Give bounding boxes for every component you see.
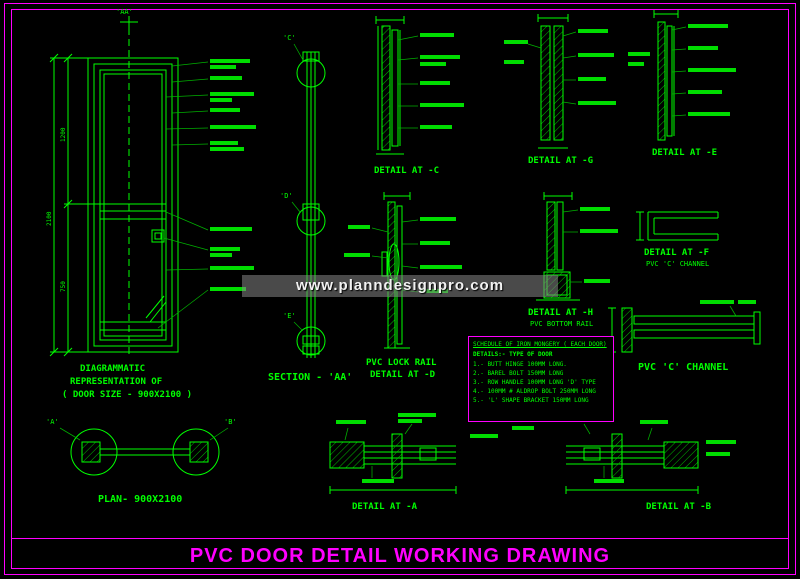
detail-bubble-e xyxy=(296,326,326,356)
schedule-item: 5.- 'L' SHAPE BRACKET 150MM LONG xyxy=(473,397,589,404)
detail-bubble-c xyxy=(296,58,326,88)
schedule-subtitle: DETAILS:- TYPE OF DOOR xyxy=(473,351,553,358)
section-aa-label: SECTION - 'AA' xyxy=(268,372,353,383)
sheet-border-outer xyxy=(4,3,796,575)
ironmongery-schedule: SCHEDULE OF IRON MONGERY ( EACH DOOR) DE… xyxy=(468,336,614,422)
marker-c-label: 'C' xyxy=(283,34,296,42)
watermark: www.planndesignpro.com xyxy=(242,275,558,297)
section-aa-drawing xyxy=(291,43,326,358)
c-channel-big-label: PVC 'C' CHANNEL xyxy=(638,362,729,373)
diagrammatic-line2: REPRESENTATION OF xyxy=(70,377,163,387)
detail-e-label: DETAIL AT -E xyxy=(652,148,718,158)
detail-g-label: DETAIL AT -G xyxy=(528,156,594,166)
sheet-title: PVC DOOR DETAIL WORKING DRAWING xyxy=(189,545,611,567)
detail-c-drawing xyxy=(375,16,464,155)
schedule-item: 2.- BAREL BOLT 150MM LONG xyxy=(473,370,564,377)
detail-bubble-d xyxy=(296,206,326,236)
detail-b-label: DETAIL AT -B xyxy=(646,502,712,512)
schedule-item: 3.- ROW HANDLE 100MM LONG 'D' TYPE xyxy=(473,379,596,386)
detail-a-label: DETAIL AT -A xyxy=(352,502,418,512)
marker-a-label: 'A' xyxy=(46,418,59,426)
plan-drawing xyxy=(59,427,229,476)
elevation-dimension-lines xyxy=(49,53,100,357)
plan-label: PLAN- 900X2100 xyxy=(98,494,183,505)
dim-upper-panel: 1200 xyxy=(60,127,67,142)
detail-f-drawing xyxy=(636,211,719,241)
elevation-annotations xyxy=(157,59,256,329)
marker-e-label: 'E' xyxy=(283,312,296,320)
schedule-item: 1.- BUTT HINGE 100MM LONG. xyxy=(473,361,567,368)
detail-a-drawing xyxy=(329,413,534,494)
dim-lower-panel: 750 xyxy=(60,281,67,292)
detail-e-drawing xyxy=(628,10,736,141)
marker-d-label: 'D' xyxy=(280,192,293,200)
pvc-c-channel-drawing xyxy=(608,300,761,353)
dim-overall-height: 2100 xyxy=(46,211,53,226)
bottom-rail-label: PVC BOTTOM RAIL xyxy=(530,320,594,328)
schedule-title: SCHEDULE OF IRON MONGERY ( EACH DOOR) xyxy=(473,341,607,348)
marker-b-label: 'B' xyxy=(224,418,237,426)
title-separator xyxy=(11,538,789,539)
schedule-item: 4.- 100MM # ALDROP BOLT 250MM LONG xyxy=(473,388,596,395)
aa-cut-label: 'AA' xyxy=(116,8,133,16)
lock-rail-label-2: DETAIL AT -D xyxy=(370,370,436,380)
door-elevation xyxy=(87,57,179,353)
sheet-border-inner xyxy=(11,9,789,569)
detail-d-drawing xyxy=(344,192,462,349)
diagrammatic-line3: ( DOOR SIZE - 900X2100 ) xyxy=(62,390,193,400)
lock-rail-label-1: PVC LOCK RAIL xyxy=(366,358,437,368)
detail-b-drawing xyxy=(565,413,736,494)
detail-f-label: DETAIL AT -F xyxy=(644,248,710,258)
detail-c-label: DETAIL AT -C xyxy=(374,166,440,176)
detail-h-label: DETAIL AT -H xyxy=(528,308,594,318)
detail-g-drawing xyxy=(504,14,616,149)
diagrammatic-line1: DIAGRAMMATIC xyxy=(80,364,146,374)
c-channel-small-label: PVC 'C' CHANNEL xyxy=(646,260,710,268)
section-cut-marker xyxy=(120,16,138,356)
